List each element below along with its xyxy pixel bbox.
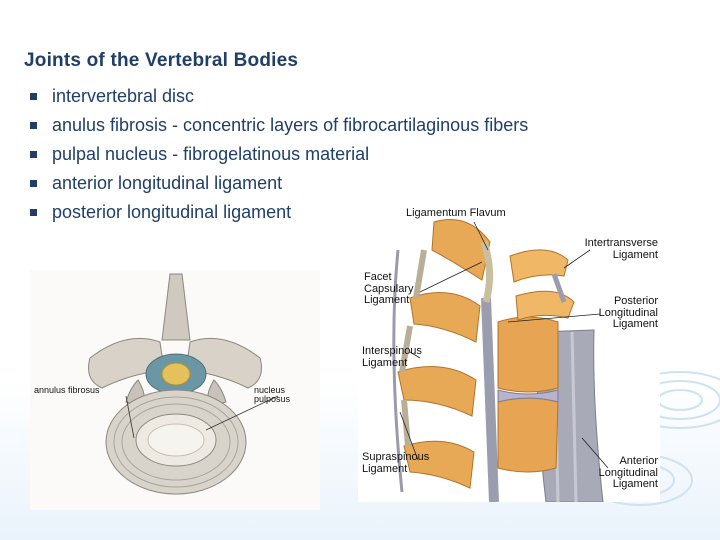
bullet-item: anulus fibrosis - concentric layers of f…: [30, 111, 528, 140]
bullet-item: posterior longitudinal ligament: [30, 198, 528, 227]
square-bullet-icon: [30, 151, 37, 158]
label-supraspinous-ligament: Supraspinous Ligament: [362, 451, 430, 475]
spinal-ligaments-illustration: Ligamentum Flavum Intertransverse Ligame…: [358, 202, 660, 503]
square-bullet-icon: [30, 209, 37, 216]
label-line: Ligament: [612, 248, 658, 261]
label-line: Facet: [364, 271, 392, 283]
vertebra-drawing: [88, 273, 279, 495]
bullet-text: pulpal nucleus - fibrogelatinous materia…: [52, 144, 370, 164]
label-line: Interspinous: [362, 345, 422, 357]
label-line: Supraspinous: [362, 451, 430, 463]
slide-title: Joints of the Vertebral Bodies: [24, 50, 299, 71]
bullet-item: intervertebral disc: [30, 82, 528, 111]
label-posterior-longitudinal-ligament: Posterior Longitudinal Ligament: [598, 295, 658, 331]
label-line: Capsulary: [364, 282, 414, 295]
label-line: Anterior: [619, 455, 658, 467]
label-anterior-longitudinal-ligament: Anterior Longitudinal Ligament: [598, 455, 658, 491]
square-bullet-icon: [30, 93, 37, 100]
label-interspinous-ligament: Interspinous Ligament: [362, 345, 422, 369]
square-bullet-icon: [30, 180, 37, 187]
label-annulus-fibrosus: annulus fibrosus: [34, 385, 100, 395]
label-facet-capsulary-ligament: Facet Capsulary Ligament: [364, 271, 414, 307]
label-line: Longitudinal: [598, 306, 658, 319]
bullet-text: intervertebral disc: [52, 86, 195, 106]
bullet-list: intervertebral disc anulus fibrosis - co…: [30, 82, 528, 227]
bullet-item: pulpal nucleus - fibrogelatinous materia…: [30, 140, 528, 169]
vertebra-axial-illustration: annulus fibrosus nucleus pulposus: [30, 270, 320, 510]
label-line: Ligament: [362, 462, 408, 475]
bullet-text: posterior longitudinal ligament: [52, 202, 292, 222]
bullet-text: anulus fibrosis - concentric layers of f…: [52, 115, 529, 135]
spine-ligaments-drawing: [392, 219, 609, 503]
label-line: Intertransverse: [584, 237, 658, 249]
label-line: Ligament: [362, 356, 408, 369]
label-ligamentum-flavum: Ligamentum Flavum: [406, 207, 506, 219]
label-line: Longitudinal: [598, 466, 658, 479]
label-intertransverse-ligament: Intertransverse Ligament: [584, 237, 658, 261]
label-line: Ligament: [612, 478, 658, 491]
square-bullet-icon: [30, 122, 37, 129]
bullet-text: anterior longitudinal ligament: [52, 173, 283, 193]
bullet-item: anterior longitudinal ligament: [30, 169, 528, 198]
label-nucleus-pulposus: nucleus pulposus: [254, 385, 291, 405]
label-line: Ligament: [612, 318, 658, 331]
label-line: Ligament: [364, 294, 410, 307]
label-line: Posterior: [613, 295, 658, 307]
